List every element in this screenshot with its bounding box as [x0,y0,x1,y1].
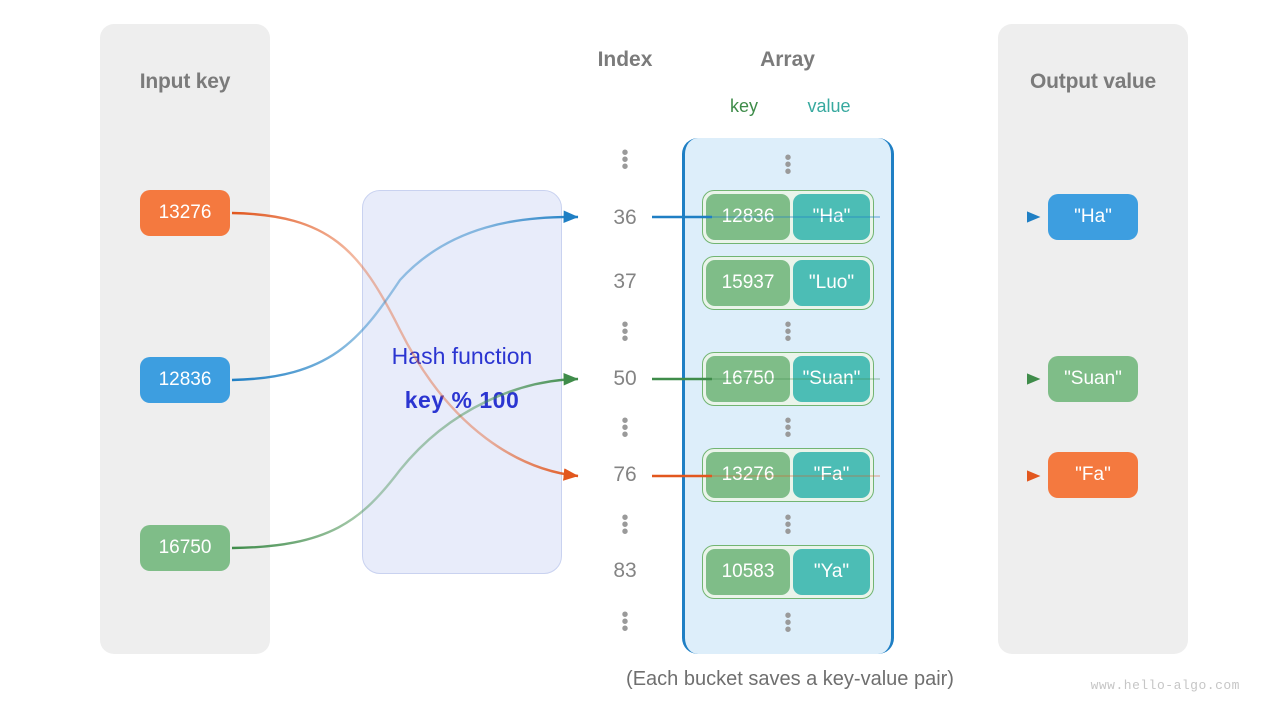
input-key-pill[interactable]: 16750 [140,525,230,571]
bucket-value: "Fa" [793,452,870,498]
index-cell: 50 [613,367,637,390]
output-value-pill[interactable]: "Ha" [1048,194,1138,240]
input-panel-title: Input key [139,70,231,93]
array-ellipsis: ••• [784,314,792,350]
bucket-key: 15937 [706,260,790,306]
index-column-heading: Index [597,48,653,71]
index-ellipsis: ••• [621,604,629,640]
output-value-pill[interactable]: "Fa" [1048,452,1138,498]
value-subheading: value [807,96,851,116]
index-ellipsis: ••• [621,314,629,350]
hash-function-formula: key % 100 [404,387,520,413]
input-key-pill[interactable]: 13276 [140,190,230,236]
array-ellipsis: ••• [784,410,792,446]
input-key-pill[interactable]: 12836 [140,357,230,403]
index-cell: 36 [613,206,637,229]
bucket[interactable]: 10583"Ya" [702,545,874,599]
array-ellipsis: ••• [784,147,792,183]
output-value-panel: Output value [998,24,1188,654]
hash-function-box: Hash function key % 100 [362,190,562,574]
bucket[interactable]: 15937"Luo" [702,256,874,310]
bucket[interactable]: 12836"Ha" [702,190,874,244]
bucket-value: "Ha" [793,194,870,240]
bucket[interactable]: 16750"Suan" [702,352,874,406]
index-ellipsis: ••• [621,142,629,178]
index-cell: 37 [613,270,637,293]
array-ellipsis: ••• [784,507,792,543]
bucket-value: "Luo" [793,260,870,306]
index-ellipsis: ••• [621,410,629,446]
array-ellipsis: ••• [784,605,792,641]
index-cell: 76 [613,463,637,486]
index-cell: 83 [613,559,637,582]
watermark: www.hello-algo.com [1090,678,1240,693]
bucket-key: 12836 [706,194,790,240]
bucket[interactable]: 13276"Fa" [702,448,874,502]
figure-caption: (Each bucket saves a key-value pair) [626,668,954,690]
output-value-pill[interactable]: "Suan" [1048,356,1138,402]
bucket-value: "Ya" [793,549,870,595]
hash-function-title: Hash function [391,343,533,369]
array-column-heading: Array [760,48,815,71]
key-subheading: key [729,96,758,116]
bucket-key: 13276 [706,452,790,498]
output-panel-title: Output value [1030,70,1156,93]
index-ellipsis: ••• [621,507,629,543]
bucket-value: "Suan" [793,356,870,402]
bucket-key: 10583 [706,549,790,595]
bucket-key: 16750 [706,356,790,402]
